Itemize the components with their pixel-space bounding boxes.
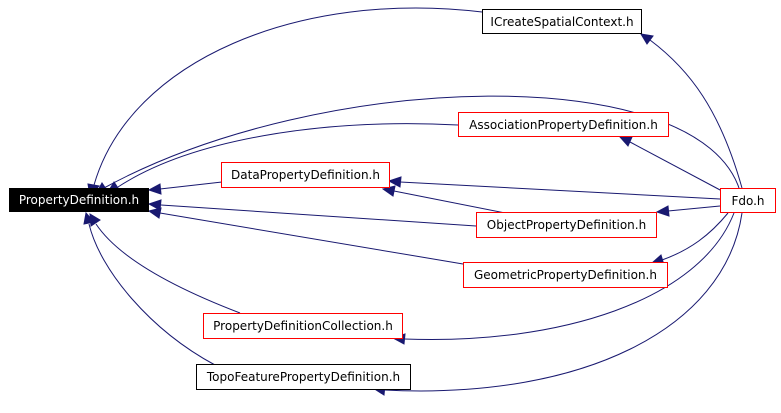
edge-data-to-propdef	[159, 181, 223, 190]
edge-fdo-to-data	[399, 181, 721, 200]
edge-fdo-to-topo	[383, 212, 743, 392]
arrowhead	[618, 136, 633, 147]
edge-fdo-to-assoc	[629, 141, 723, 192]
edge-icreate-to-propdef	[93, 7, 483, 186]
edge-fdo-to-geometric	[661, 212, 729, 261]
node-property-definition-collection[interactable]: PropertyDefinitionCollection.h	[203, 313, 403, 339]
node-icreate-spatial-context[interactable]: ICreateSpatialContext.h	[482, 9, 642, 34]
node-topo-feature-property-definition[interactable]: TopoFeaturePropertyDefinition.h	[196, 364, 411, 390]
edge-fdo-to-collection	[403, 212, 735, 341]
arrowhead	[147, 183, 162, 195]
arrowhead	[147, 207, 162, 219]
arrowhead	[83, 211, 95, 225]
edge-fdo-to-icreate	[649, 39, 743, 189]
arrowhead	[387, 176, 402, 188]
edge-fdo-to-object	[667, 205, 721, 212]
edge-assoc-to-propdef	[117, 123, 459, 188]
edge-collection-to-propdef	[95, 223, 241, 314]
arrowhead	[640, 33, 654, 45]
edge-object-to-data	[393, 190, 511, 215]
node-association-property-definition[interactable]: AssociationPropertyDefinition.h	[458, 112, 669, 137]
node-data-property-definition[interactable]: DataPropertyDefinition.h	[221, 162, 390, 188]
node-property-definition[interactable]: PropertyDefinition.h	[9, 188, 149, 212]
node-object-property-definition[interactable]: ObjectPropertyDefinition.h	[476, 212, 657, 238]
node-geometric-property-definition[interactable]: GeometricPropertyDefinition.h	[463, 262, 668, 288]
edge-topo-to-propdef	[88, 223, 216, 366]
arrowhead	[147, 199, 162, 211]
edge-fdo-to-propdef	[103, 95, 741, 192]
node-fdo[interactable]: Fdo.h	[720, 188, 776, 213]
edge-geometric-to-propdef	[159, 212, 464, 265]
edge-object-to-propdef	[160, 204, 477, 227]
arrowhead	[655, 205, 670, 217]
